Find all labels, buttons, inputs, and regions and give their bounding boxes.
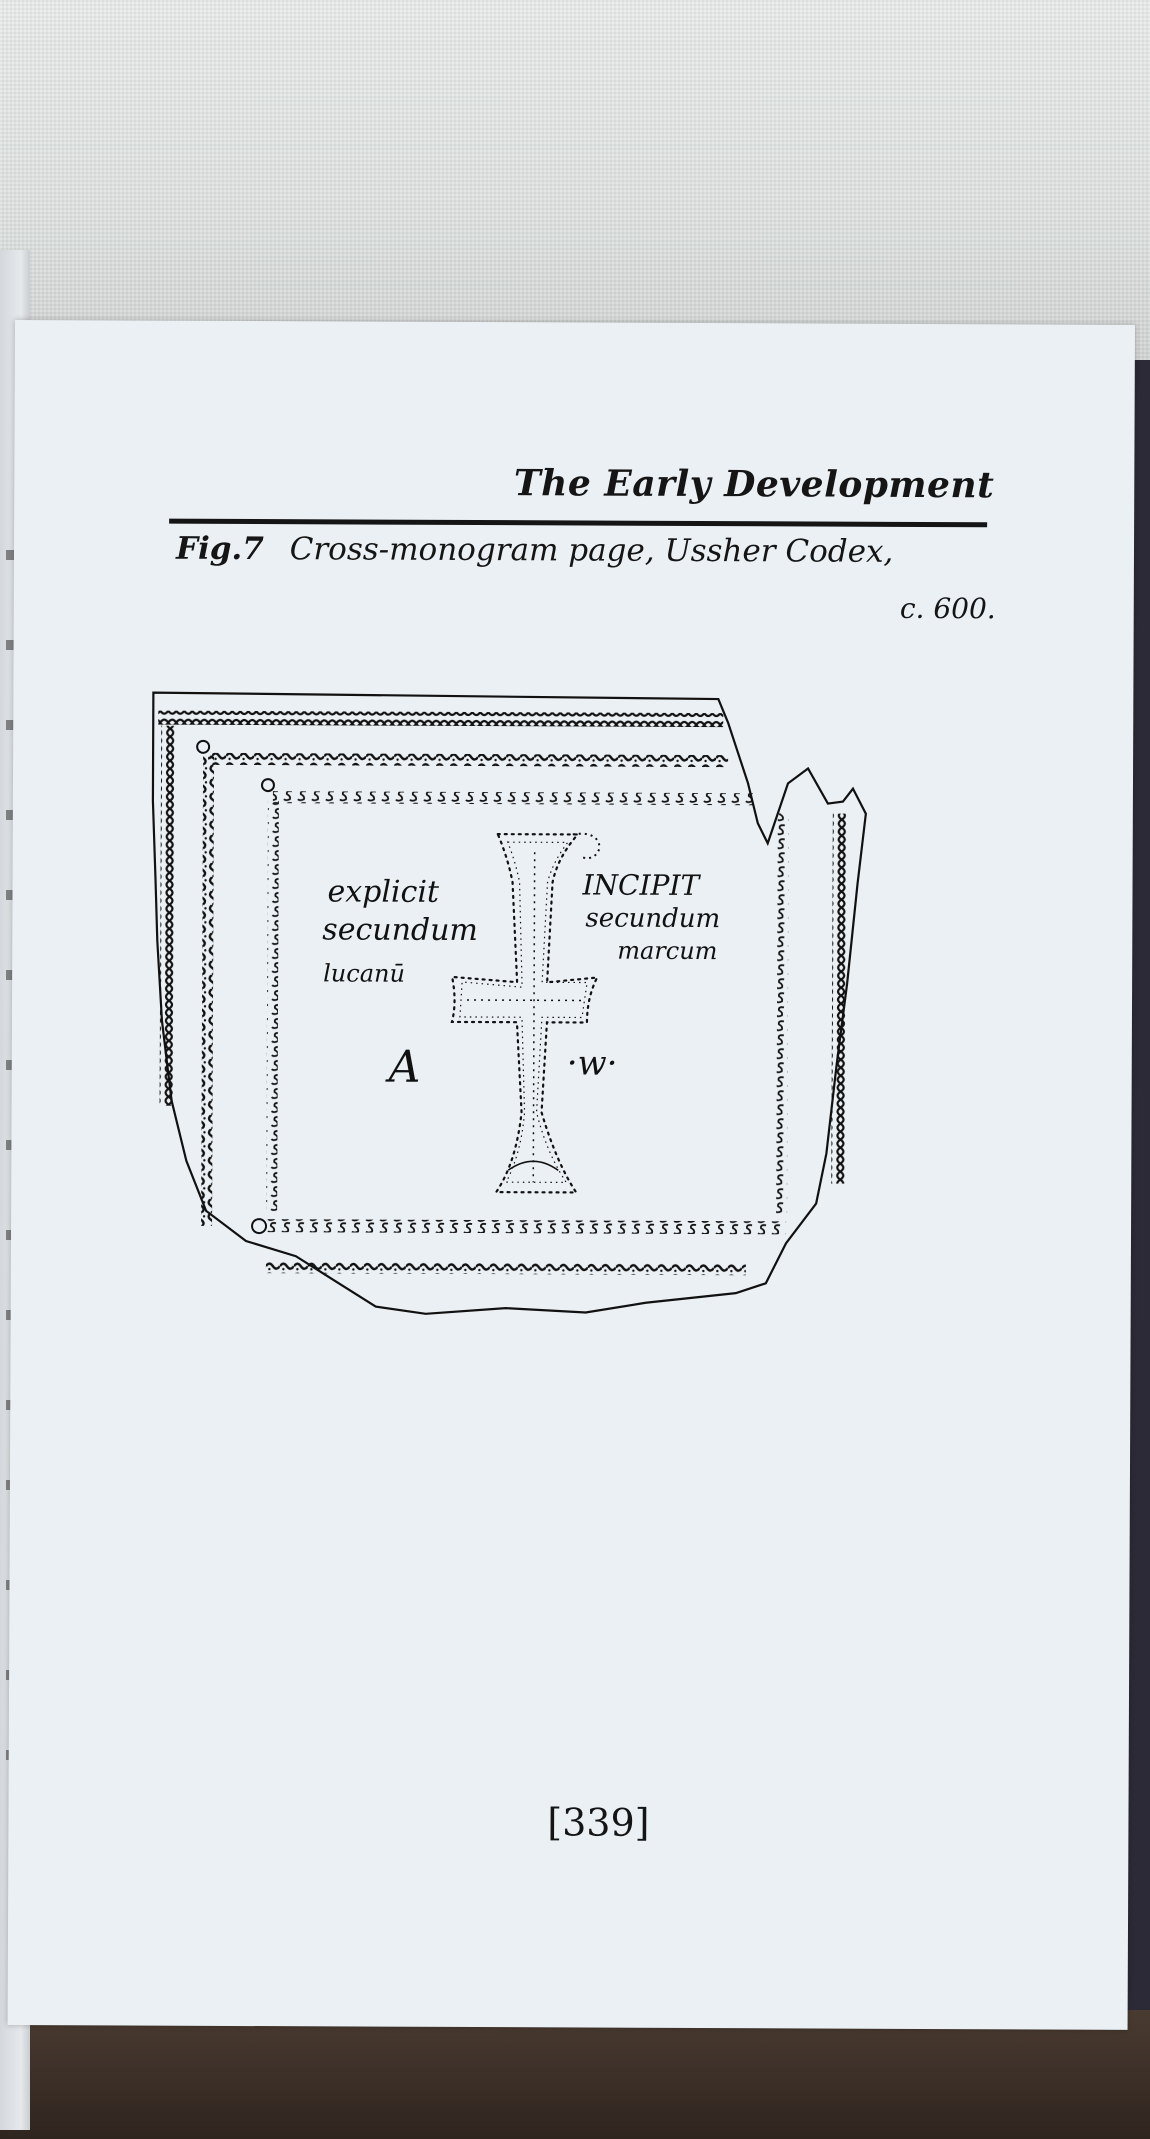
figure-number: Fig.7 <box>175 530 264 568</box>
s-border-top <box>272 791 753 806</box>
figure-caption-line: Fig.7 Cross-monogram page, Ussher Codex, <box>176 531 996 571</box>
manuscript-illustration: explicit secundum lucanū INCIPIT secundu… <box>151 691 867 1315</box>
running-head: The Early Development <box>513 462 995 507</box>
page-number: [339] <box>547 1800 650 1845</box>
table-surface <box>0 2010 1150 2139</box>
omega-glyph: ·w· <box>567 1043 618 1083</box>
figure-caption: Cross-monogram page, Ussher Codex, <box>289 531 894 570</box>
s-border-right <box>776 813 789 1214</box>
head-rule <box>169 518 988 528</box>
secundum-right-text: secundum <box>585 903 720 934</box>
cloth-background <box>0 0 1150 360</box>
alpha-glyph: A <box>385 1042 421 1093</box>
secundum-left-text: secundum <box>322 912 478 948</box>
s-border-left <box>266 801 279 1212</box>
figure-date: c. 600. <box>899 591 996 626</box>
outer-border-left <box>159 725 176 1106</box>
marcum-text: marcum <box>617 937 717 965</box>
outer-border-right <box>831 813 847 1184</box>
cross-monogram <box>450 832 601 1194</box>
wave-border-bottom <box>265 1261 746 1276</box>
wave-border-left <box>201 755 215 1226</box>
wave-border-top <box>208 752 729 768</box>
fragment-outline <box>151 691 867 1315</box>
outer-border-top <box>158 710 724 728</box>
lucanu-text: lucanū <box>323 959 405 987</box>
explicit-text: explicit <box>327 874 440 909</box>
s-border-bottom <box>266 1219 787 1235</box>
book-page: The Early Development Fig.7 Cross-monogr… <box>7 320 1135 2030</box>
incipit-text: INCIPIT <box>581 868 701 902</box>
